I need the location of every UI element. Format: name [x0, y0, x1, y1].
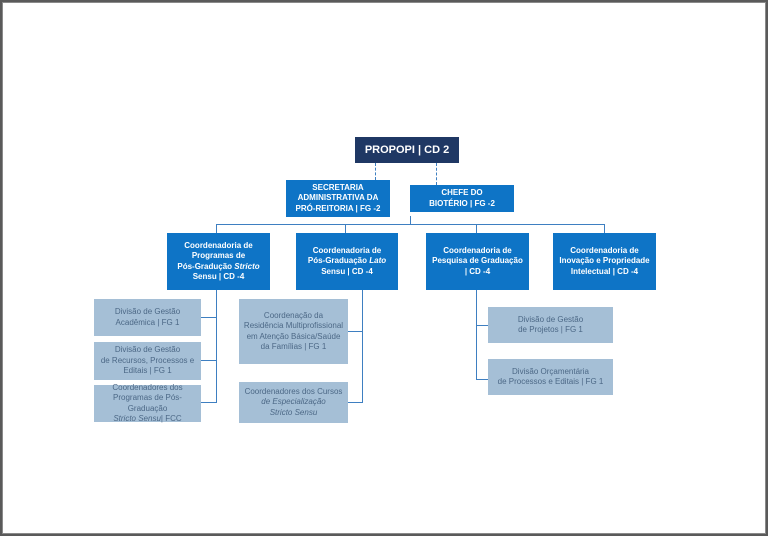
connector — [410, 216, 411, 225]
connector — [345, 224, 346, 233]
node-coord-lato: Coordenadoria de Pós-Graduação Lato Sens… — [296, 233, 398, 290]
connector — [201, 360, 217, 361]
node-coord-pesquisa: Coordenadoria de Pesquisa de Graduação |… — [426, 233, 529, 290]
connector — [604, 224, 605, 233]
node-secretaria: SECRETARIA ADMINISTRATIVA DA PRÓ-REITORI… — [286, 180, 390, 217]
connector — [476, 224, 477, 233]
node-div-orcamentaria: Divisão Orçamentária de Processos e Edit… — [488, 359, 613, 395]
node-chefe-bioterio: CHEFE DO BIOTÉRIO | FG -2 — [410, 185, 514, 212]
node-div-academica: Divisão de Gestão Acadêmica | FG 1 — [94, 299, 201, 336]
node-residencia: Coordenação da Residência Multiprofissio… — [239, 299, 348, 364]
connector — [375, 163, 376, 180]
connector — [436, 163, 437, 185]
connector — [476, 325, 488, 326]
connector — [201, 402, 217, 403]
connector — [216, 290, 217, 403]
connector — [476, 379, 488, 380]
connector — [362, 290, 363, 403]
connector — [476, 290, 477, 380]
node-coordenadores-cursos: Coordenadores dos Cursos de Especializaç… — [239, 382, 348, 423]
node-coord-inovacao: Coordenadoria de Inovação e Propriedade … — [553, 233, 656, 290]
node-coordenadores-programas: Coordenadores dos Programas de Pós-Gradu… — [94, 383, 201, 423]
connector — [348, 402, 363, 403]
connector — [216, 224, 217, 233]
node-coord-stricto: Coordenadoria de Programas de Pós-Graduç… — [167, 233, 270, 290]
node-propopi: PROPOPI | CD 2 — [355, 137, 459, 163]
node-div-projetos: Divisão de Gestão de Projetos | FG 1 — [488, 307, 613, 343]
node-div-recursos: Divisão de Gestão de Recursos, Processos… — [94, 342, 201, 380]
connector — [348, 331, 363, 332]
connector — [201, 317, 217, 318]
